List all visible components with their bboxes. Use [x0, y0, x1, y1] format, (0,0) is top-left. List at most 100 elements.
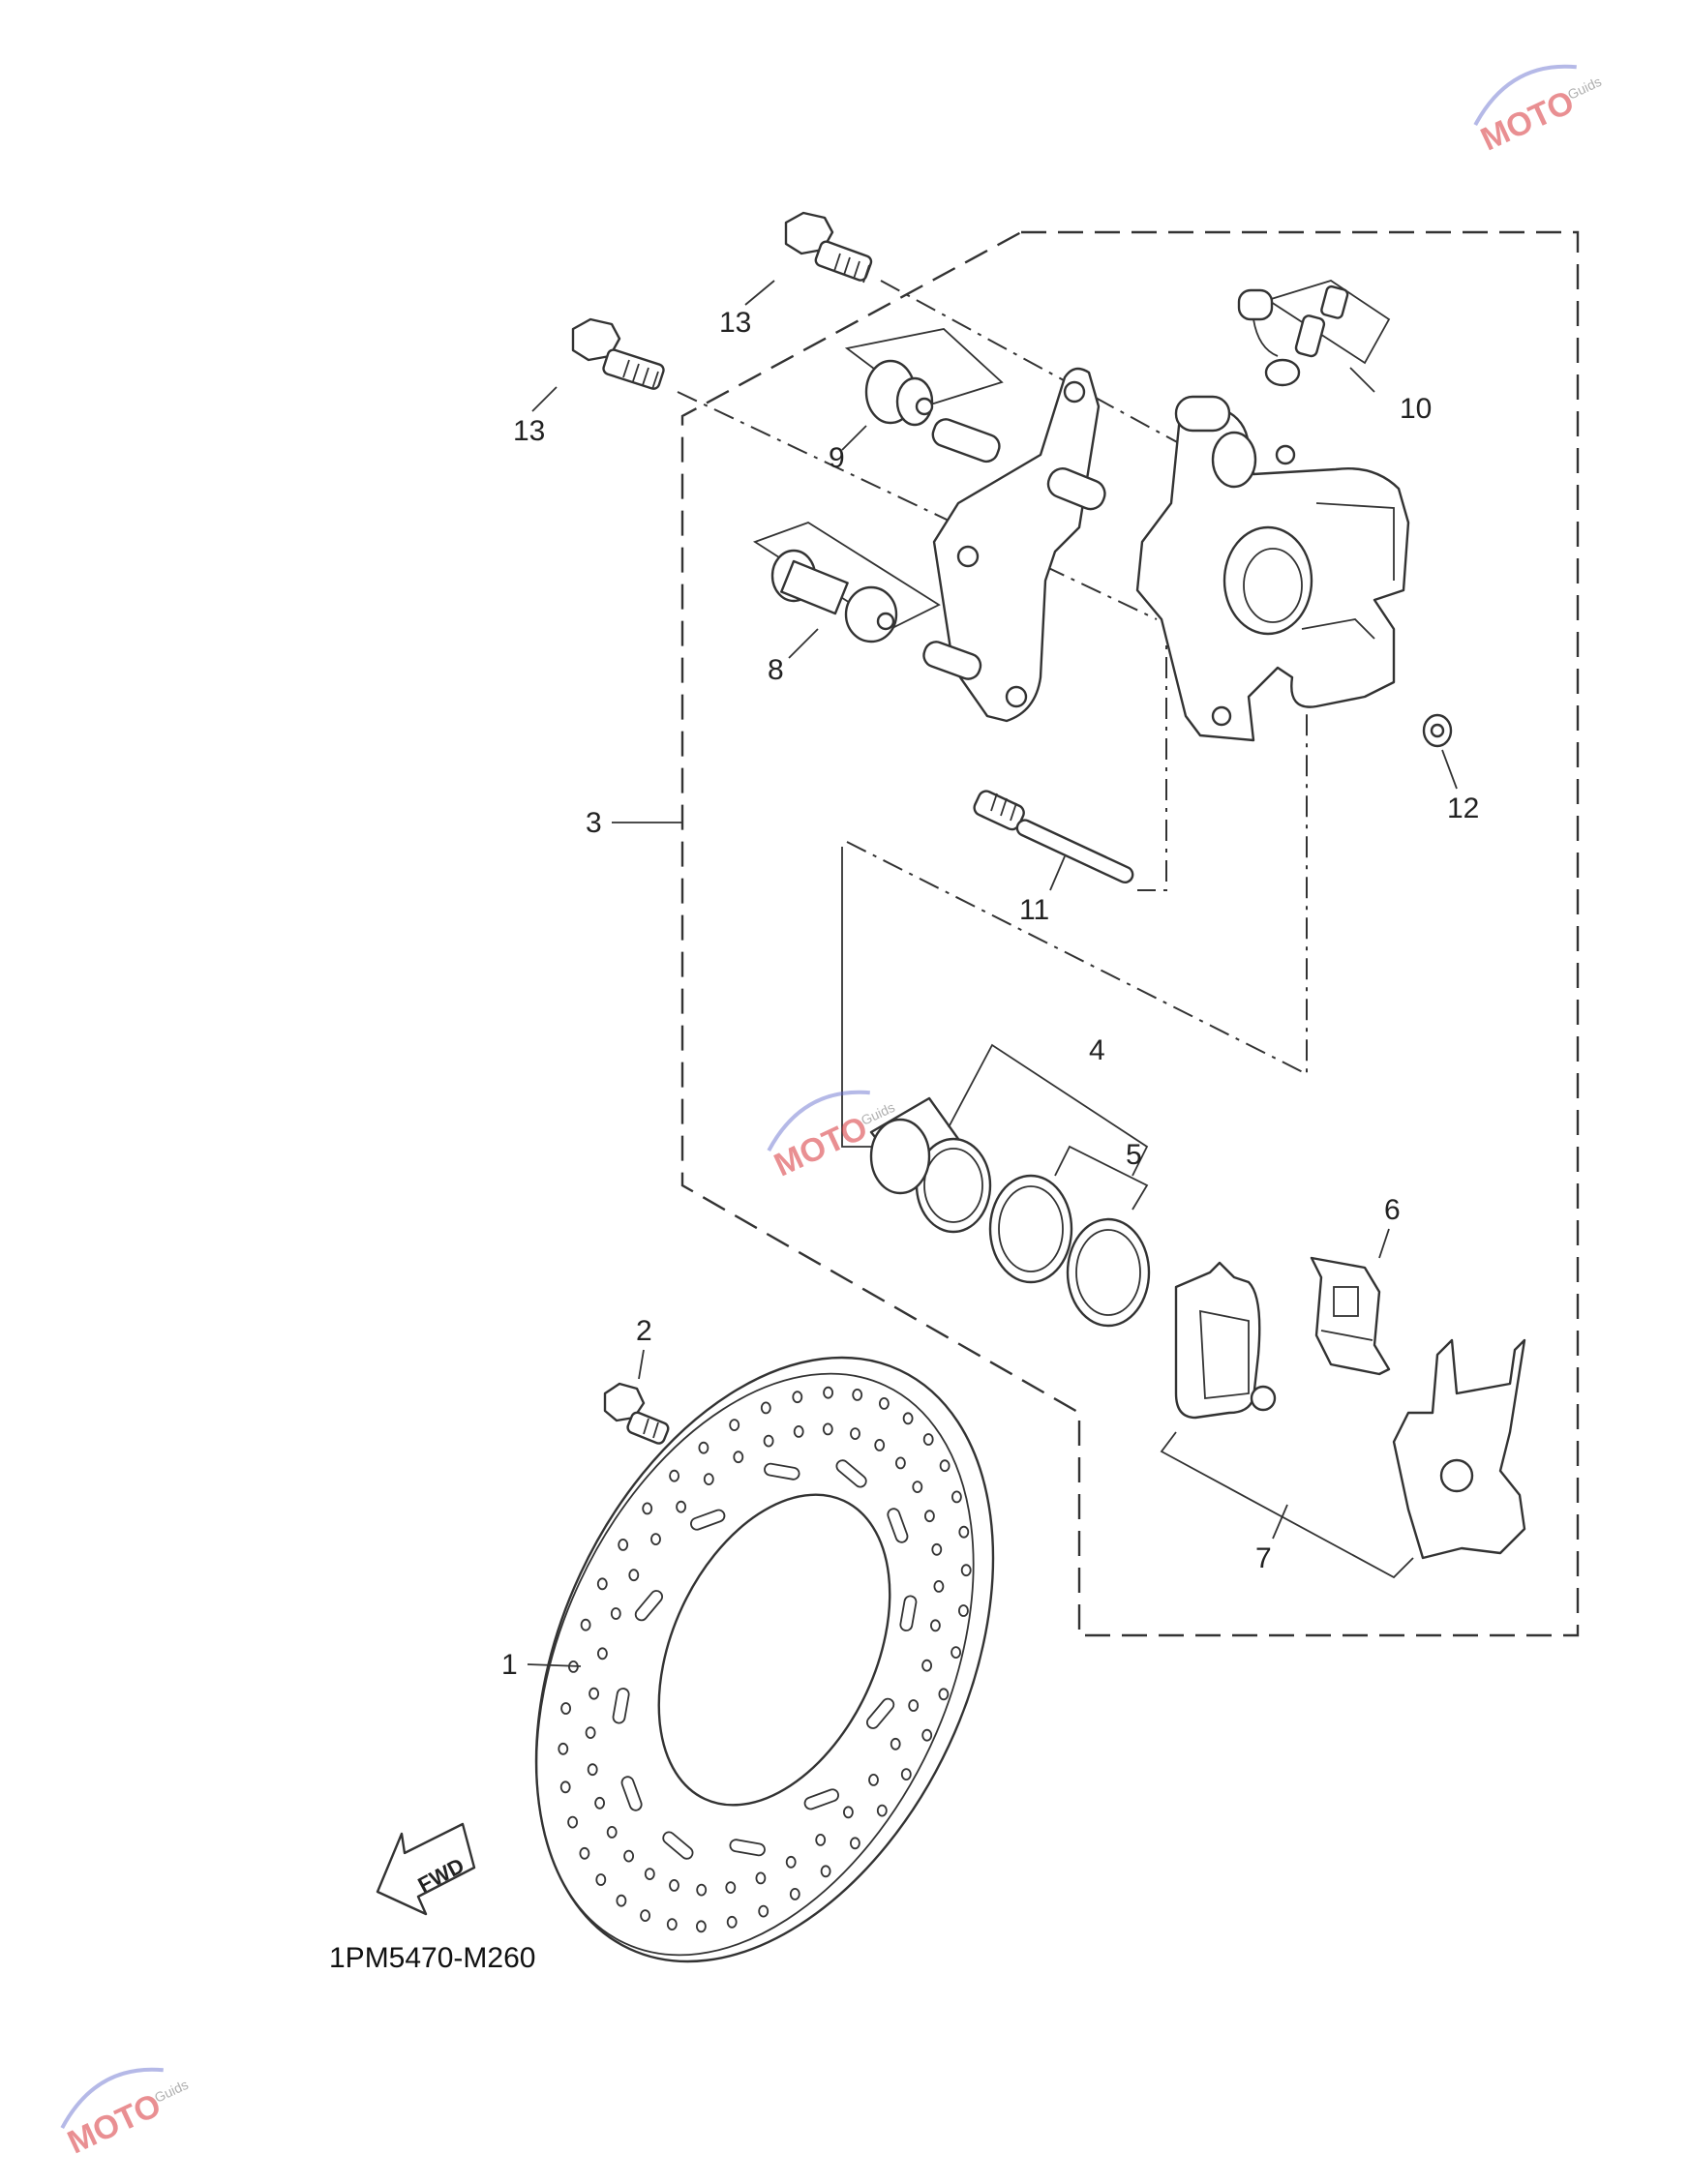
- disc-hole: [696, 1920, 707, 1933]
- disc-hole: [852, 1389, 863, 1401]
- disc-hole: [587, 1763, 598, 1777]
- disc-hole: [843, 1806, 854, 1819]
- bolt-2: [603, 1382, 670, 1445]
- pad-pin-11: [973, 790, 1134, 884]
- disc-hole: [698, 1441, 709, 1454]
- disc-hole: [874, 1439, 886, 1451]
- callout-9: 9: [829, 442, 845, 474]
- disc-hole: [951, 1646, 961, 1659]
- disc-hole: [890, 1737, 901, 1750]
- callout-5: 5: [1126, 1139, 1142, 1171]
- boot-9: [844, 328, 1004, 427]
- disc-hole: [921, 1659, 932, 1672]
- disc-hole: [560, 1702, 571, 1715]
- diagram-code: 1PM5470-M260: [329, 1942, 535, 1974]
- disc-hole: [931, 1542, 943, 1556]
- disc-hole: [726, 1915, 738, 1929]
- watermark-brand-top: MOTO: [1475, 83, 1580, 158]
- disc-hole: [558, 1742, 569, 1755]
- disc-slot: [899, 1595, 918, 1631]
- disc-hole: [924, 1510, 935, 1523]
- disc-hole: [758, 1904, 770, 1918]
- disc-hole: [725, 1881, 737, 1894]
- callout-13-lower: 13: [513, 415, 545, 447]
- disc-hole: [669, 1879, 679, 1892]
- disc-hole: [669, 1469, 679, 1482]
- disc-hole: [902, 1412, 914, 1425]
- disc-hole: [579, 1846, 590, 1860]
- callout-4: 4: [1089, 1034, 1105, 1066]
- disc-hole: [597, 1647, 608, 1660]
- disc-hole: [610, 1607, 621, 1620]
- disc-hole: [729, 1419, 740, 1431]
- disc-hole: [958, 1525, 970, 1539]
- fwd-arrow-icon: FWD: [376, 1822, 476, 1916]
- disc-hole: [567, 1815, 578, 1829]
- disc-hole: [666, 1918, 678, 1930]
- disc-hole: [594, 1796, 605, 1810]
- disc-hole: [820, 1865, 831, 1878]
- disc-hole: [616, 1894, 627, 1907]
- disc-hole: [760, 1401, 771, 1415]
- disc-hole: [930, 1619, 941, 1632]
- disc-hole: [938, 1688, 950, 1701]
- disc-hole: [792, 1391, 803, 1404]
- watermark-brand-bottom: MOTO: [62, 2086, 166, 2161]
- disc-hole: [933, 1580, 945, 1593]
- disc-hole: [958, 1604, 969, 1617]
- disc-hole: [939, 1459, 951, 1473]
- watermark-sub-bottom: Guids: [152, 2077, 191, 2106]
- disc-hole: [696, 1883, 708, 1897]
- brake-pad-7-right: [1392, 1338, 1526, 1560]
- pin-8: [752, 522, 941, 643]
- seal-5b: [1066, 1217, 1151, 1328]
- disc-hole: [733, 1451, 744, 1464]
- disc-hole: [618, 1539, 629, 1551]
- caliper-bracket: [922, 367, 1106, 723]
- cap-12: [1422, 713, 1453, 748]
- disc-hole: [922, 1433, 934, 1446]
- disc-hole: [850, 1837, 860, 1850]
- disc-hole: [850, 1427, 860, 1440]
- callout-11: 11: [1019, 894, 1049, 926]
- bolt-13-upper: [784, 211, 873, 284]
- disc-hole: [755, 1871, 767, 1885]
- disc-hole: [676, 1500, 686, 1513]
- disc-hole: [588, 1687, 599, 1700]
- disc-slot: [835, 1459, 867, 1488]
- disc-slot: [764, 1462, 800, 1481]
- disc-slot: [662, 1831, 694, 1860]
- callout-10: 10: [1400, 393, 1432, 425]
- disc-hole: [580, 1618, 591, 1631]
- disc-hole: [650, 1533, 661, 1545]
- disc-hole: [900, 1768, 912, 1780]
- disc-hole: [640, 1909, 650, 1922]
- disc-hole: [876, 1804, 888, 1817]
- disc-hole: [789, 1888, 800, 1900]
- disc-hole: [879, 1397, 890, 1410]
- callout-8: 8: [768, 654, 784, 686]
- disc-hole: [559, 1780, 571, 1794]
- disc-slot: [612, 1688, 630, 1724]
- disc-hole: [642, 1502, 653, 1515]
- disc-hole: [595, 1873, 607, 1886]
- watermark-logo-top: MOTO Guids: [1473, 64, 1604, 159]
- disc-hole: [785, 1855, 797, 1869]
- callout-1: 1: [501, 1649, 518, 1681]
- callout-3: 3: [586, 807, 602, 839]
- disc-hole: [815, 1834, 827, 1846]
- callout-6: 6: [1384, 1194, 1401, 1226]
- disc-hole: [623, 1849, 634, 1863]
- piston-4: [869, 1096, 992, 1234]
- disc-hole: [868, 1774, 879, 1786]
- disc-slot: [620, 1776, 643, 1811]
- disc-slot: [887, 1508, 909, 1543]
- piston-group-frame: [841, 847, 871, 1148]
- disc-hole: [763, 1434, 774, 1448]
- disc-hole: [644, 1868, 655, 1880]
- disc-hole: [895, 1456, 906, 1470]
- disc-hole: [606, 1826, 618, 1839]
- caliper-assembly-boundary: [612, 230, 1580, 1637]
